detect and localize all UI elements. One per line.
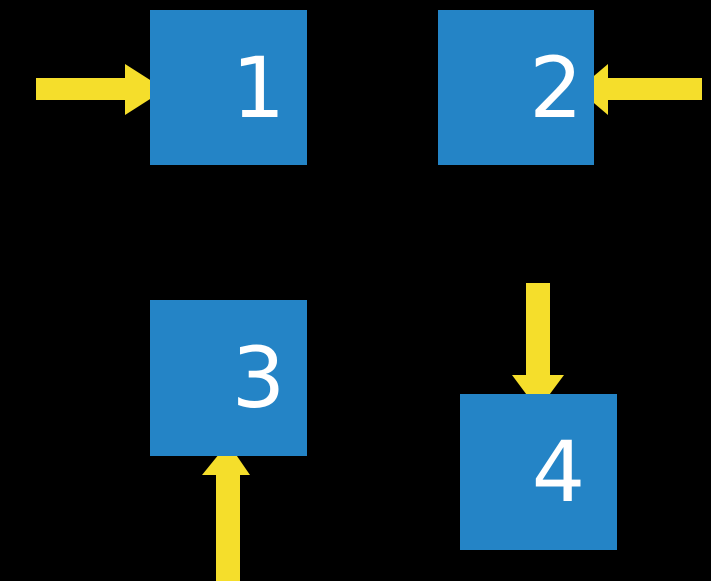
node-box-2[interactable]: 2 — [438, 10, 594, 165]
node-label-2: 2 — [529, 38, 583, 137]
node-box-3[interactable]: 3 — [150, 300, 307, 456]
node-box-4[interactable]: 4 — [460, 394, 617, 550]
node-label-3: 3 — [231, 329, 286, 427]
arrow-right-into-node-1[interactable] — [36, 64, 165, 115]
arrow-down-into-node-4[interactable] — [512, 283, 564, 410]
node-label-1: 1 — [231, 38, 286, 137]
node-label-4: 4 — [531, 423, 586, 521]
node-box-1[interactable]: 1 — [150, 10, 307, 165]
arrow-left-into-node-2[interactable] — [578, 64, 702, 115]
arrow-up-into-node-3[interactable] — [202, 443, 250, 581]
